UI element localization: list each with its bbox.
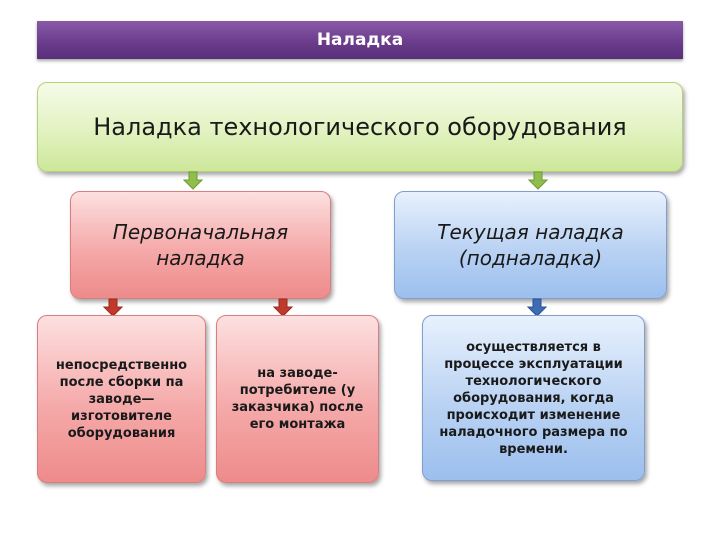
initial-setup-label: Первоначальная наладка	[112, 220, 289, 270]
initial-child-label-2: на заводе-потребителе (у заказчика) посл…	[231, 366, 364, 432]
initial-child-label-1: непосредственно после сборки па заводе—и…	[55, 357, 188, 441]
initial-child-node-1: непосредственно после сборки па заводе—и…	[37, 315, 206, 483]
root-node: Наладка технологического оборудования	[37, 82, 683, 172]
current-child-label: осуществляется в процессе эксплуатации т…	[439, 339, 628, 457]
arrow-initial-to-right	[273, 298, 293, 317]
title-bar: Наладка	[37, 21, 683, 59]
page-title: Наладка	[316, 30, 404, 50]
current-setup-label: Текущая наладка (подналадка)	[437, 220, 624, 270]
root-node-label: Наладка технологического оборудования	[93, 113, 627, 141]
arrow-current-to-child	[527, 298, 547, 317]
initial-setup-node: Первоначальная наладка	[70, 191, 331, 299]
arrow-root-to-initial	[183, 171, 203, 190]
arrow-root-to-current	[528, 171, 548, 190]
current-setup-node: Текущая наладка (подналадка)	[394, 191, 667, 299]
initial-child-node-2: на заводе-потребителе (у заказчика) посл…	[216, 315, 379, 483]
arrow-initial-to-left	[103, 298, 123, 317]
current-child-node: осуществляется в процессе эксплуатации т…	[422, 315, 645, 481]
